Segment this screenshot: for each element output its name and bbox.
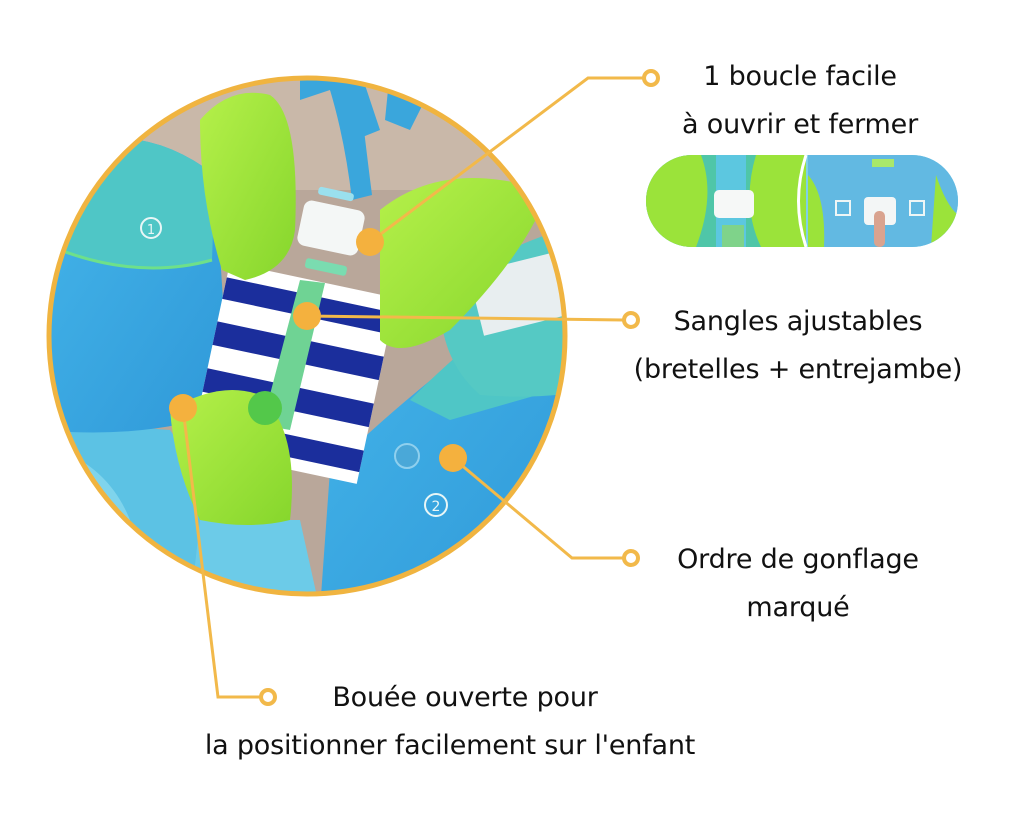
terminal-rings <box>259 69 660 706</box>
callout-line-inflation <box>452 456 623 560</box>
anchor-dot-open-float <box>169 394 197 422</box>
anchor-dots <box>169 228 467 472</box>
chamber-mark-1: 1 <box>147 223 155 238</box>
callout-lines <box>181 76 643 699</box>
buckle-thumbnail <box>646 155 958 247</box>
callout-label-buckle: 1 boucle facile à ouvrir et fermer <box>682 61 918 140</box>
anchor-dot-buckle <box>356 228 384 256</box>
callout-line-open-float <box>181 407 260 699</box>
ring-icon-straps <box>622 311 640 329</box>
chamber-mark-2: 2 <box>432 499 441 515</box>
callout-label-straps: Sangles ajustables (bretelles + entrejam… <box>633 306 963 385</box>
anchor-dot-inflation <box>439 444 467 472</box>
ring-icon-buckle <box>642 69 660 87</box>
callout-label-inflation: Ordre de gonflage marqué <box>677 544 919 623</box>
ring-icon-open-float <box>259 688 277 706</box>
callout-label-open-float: Bouée ouverte pour la positionner facile… <box>204 682 696 761</box>
callout-line-buckle <box>369 76 643 244</box>
callout-line-straps <box>306 314 624 322</box>
buckle-closeup-image <box>646 155 958 247</box>
anchor-dot-straps <box>293 302 321 330</box>
ring-icon-inflation <box>622 549 640 567</box>
